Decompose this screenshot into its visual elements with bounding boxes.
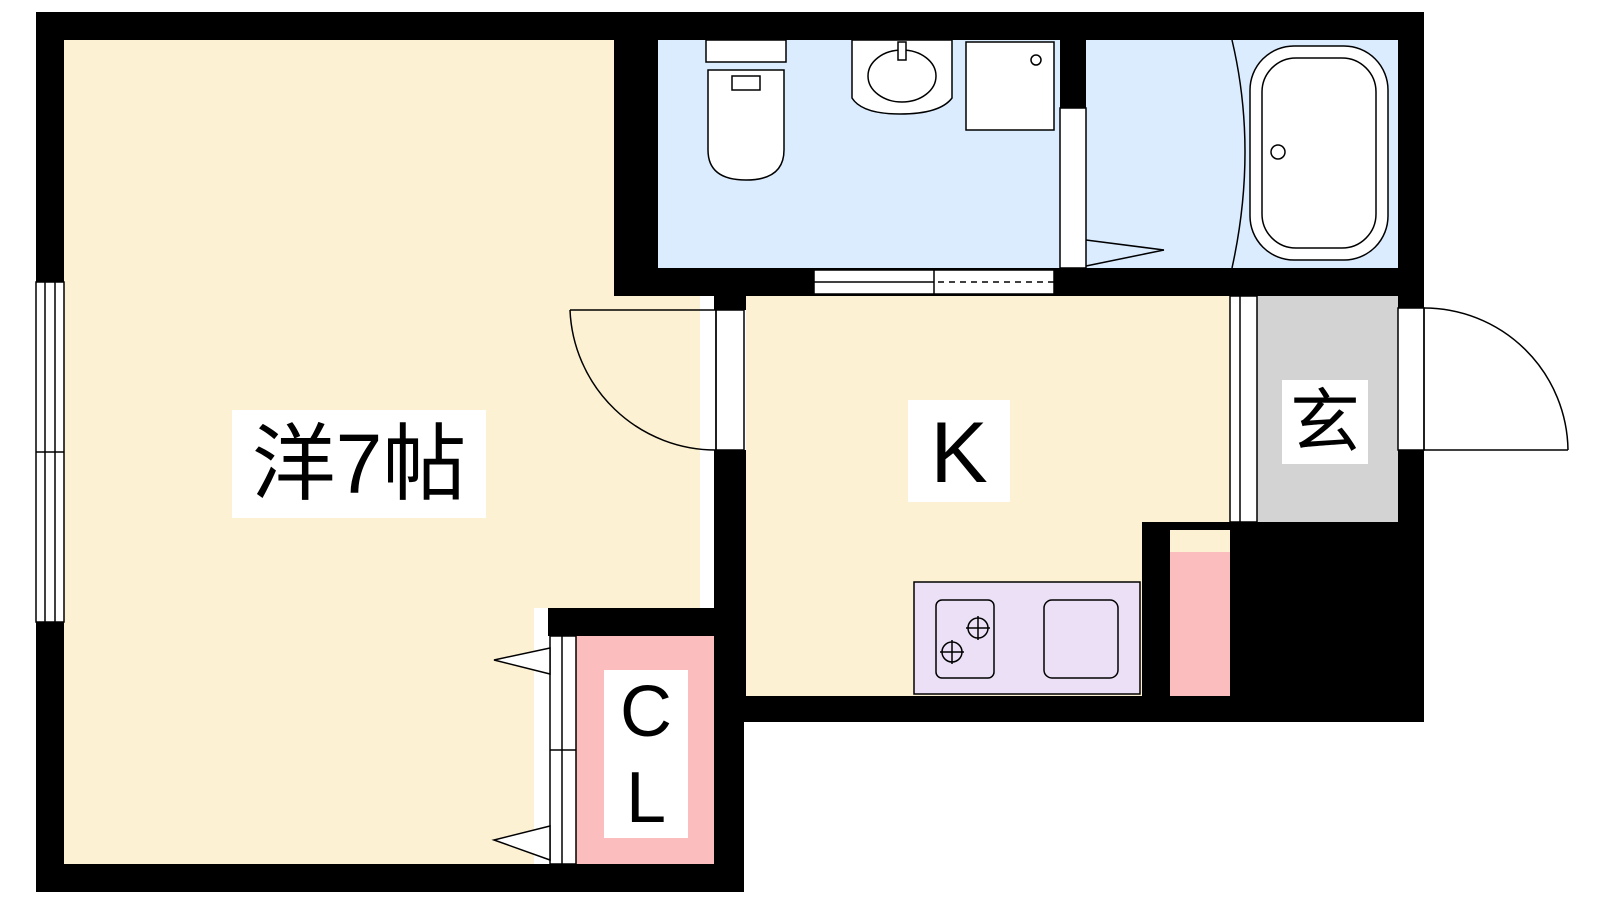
bathroom-partition-curve — [1231, 39, 1246, 269]
washroom-sliding-door — [813, 269, 1055, 295]
bathroom-door — [1059, 107, 1165, 269]
washing-machine-space — [965, 41, 1055, 131]
bathtub-icon — [1249, 45, 1389, 261]
kitchen-entrance-door — [1229, 295, 1258, 523]
western-room-label: 洋7帖 — [232, 410, 486, 518]
fridge-space — [1170, 552, 1230, 696]
western-room-floor — [64, 40, 614, 288]
entrance-label: 玄 — [1282, 380, 1368, 464]
kitchen-label-text: K — [930, 405, 987, 501]
kitchen-label: K — [908, 400, 1010, 502]
western-room-door — [569, 309, 745, 451]
closet-label-line2: L — [626, 758, 666, 838]
western-room-label-text: 洋7帖 — [252, 417, 467, 511]
closet-label: C L — [604, 670, 688, 838]
front-door — [1397, 307, 1569, 451]
window-left — [35, 281, 65, 623]
kitchen-sink-icon — [1043, 599, 1119, 679]
entrance-label-text: 玄 — [1290, 383, 1360, 461]
gas-stove-icon — [935, 599, 995, 679]
western-room-floor-bottom — [64, 608, 534, 864]
closet-label-line1: C — [620, 672, 672, 752]
toilet-icon — [705, 39, 787, 181]
washbasin-icon — [851, 39, 953, 115]
closet-doors — [491, 635, 577, 865]
